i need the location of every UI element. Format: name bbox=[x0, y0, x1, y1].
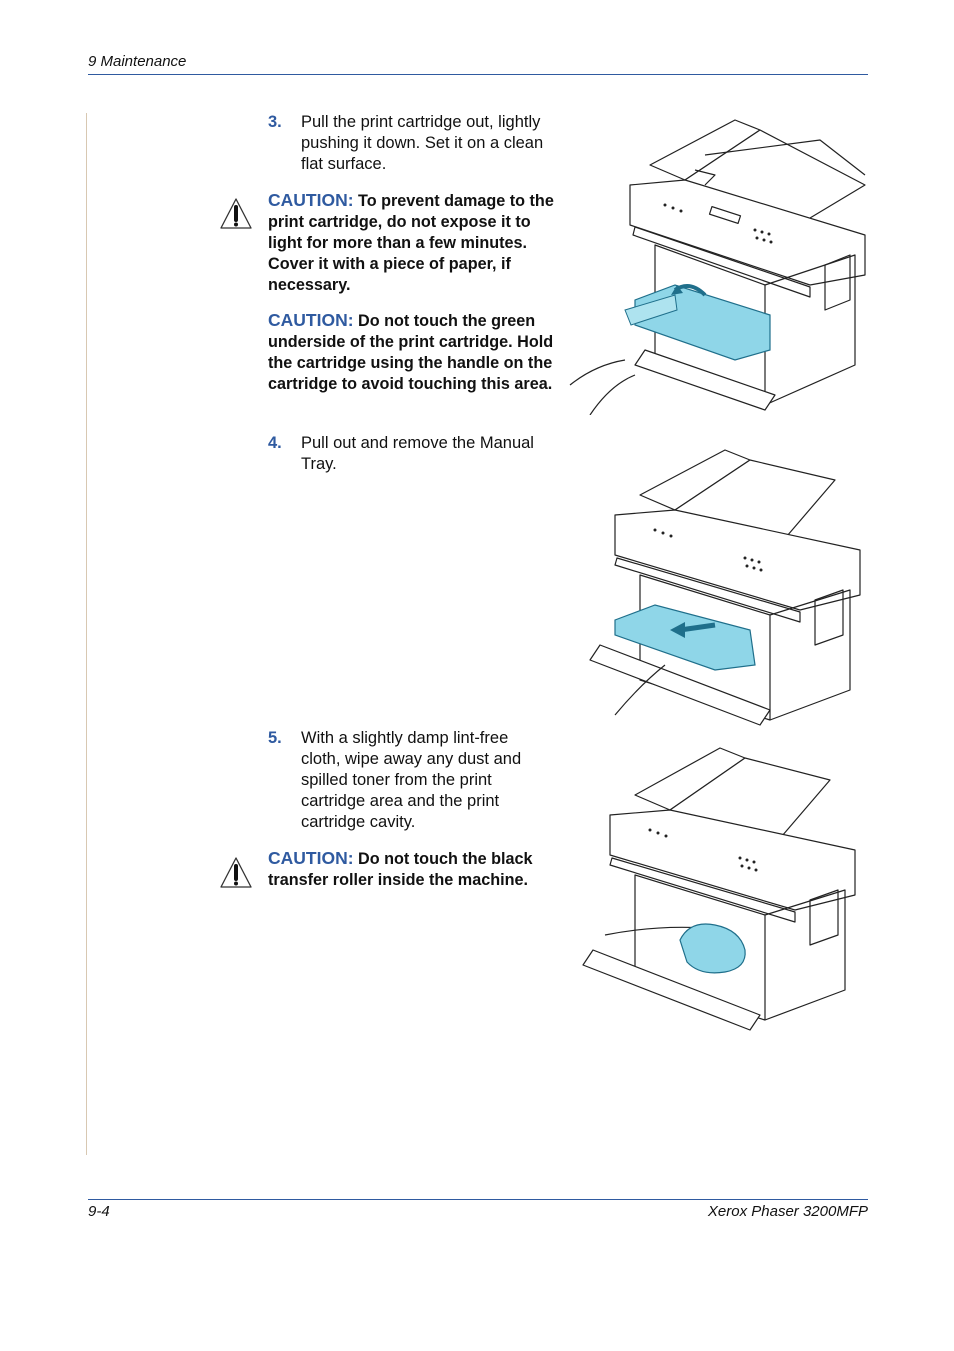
caution-2: CAUTION: Do not touch the green undersid… bbox=[268, 310, 563, 395]
caution-icon bbox=[220, 198, 252, 229]
step-number: 5. bbox=[268, 729, 282, 747]
step-5: 5. With a slightly damp lint-free cloth,… bbox=[268, 728, 538, 833]
caution-label: CAUTION: bbox=[268, 190, 354, 210]
caution-3: CAUTION: Do not touch the black transfer… bbox=[268, 848, 563, 891]
margin-rule bbox=[86, 113, 87, 1155]
caution-text: Do not touch the black transfer roller i… bbox=[268, 850, 533, 889]
illustration-wipe-cavity bbox=[582, 747, 856, 1031]
step-number: 3. bbox=[268, 113, 282, 131]
illustration-remove-manual-tray bbox=[589, 449, 861, 726]
step-3: 3. Pull the print cartridge out, lightly… bbox=[268, 112, 563, 175]
caution-icon bbox=[220, 857, 252, 888]
caution-1: CAUTION: To prevent damage to the print … bbox=[268, 190, 563, 296]
product-name: Xerox Phaser 3200MFP bbox=[707, 1203, 868, 1220]
illustration-remove-cartridge bbox=[569, 119, 866, 415]
step-text: Pull the print cartridge out, lightly pu… bbox=[301, 113, 544, 173]
caution-text: Do not touch the green underside of the … bbox=[268, 312, 554, 393]
step-number: 4. bbox=[268, 434, 282, 452]
footer-rule bbox=[88, 1199, 868, 1200]
step-4: 4. Pull out and remove the Manual Tray. bbox=[268, 433, 563, 475]
running-header: 9 Maintenance bbox=[88, 53, 187, 70]
caution-text: To prevent damage to the print cartridge… bbox=[268, 192, 554, 294]
header-rule bbox=[88, 74, 868, 75]
page-number: 9-4 bbox=[88, 1203, 110, 1220]
step-text: Pull out and remove the Manual Tray. bbox=[301, 434, 534, 473]
step-text: With a slightly damp lint-free cloth, wi… bbox=[301, 729, 522, 831]
caution-label: CAUTION: bbox=[268, 848, 354, 868]
caution-label: CAUTION: bbox=[268, 310, 354, 330]
